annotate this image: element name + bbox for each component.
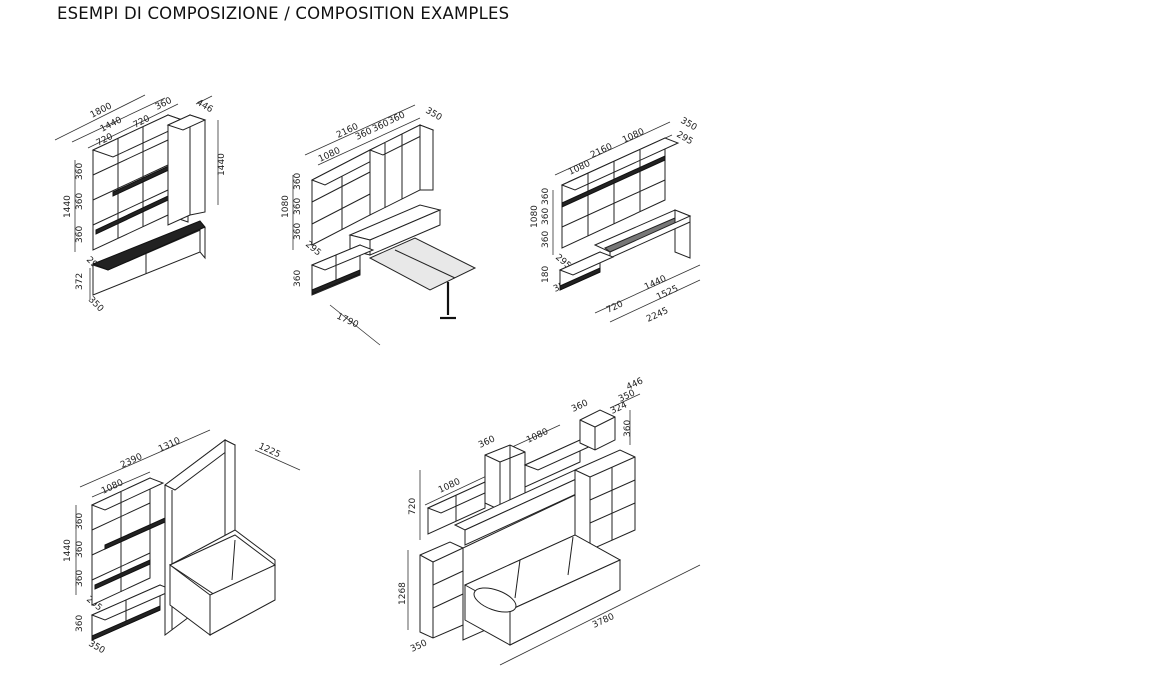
dim-label: 360 bbox=[75, 163, 85, 180]
dim-label: 1080 bbox=[281, 195, 291, 218]
composition-b: 2160 1080 360 360 360 350 360 360 360 10… bbox=[281, 104, 477, 346]
dim-label: 360 bbox=[570, 398, 590, 414]
dim-label: 2390 bbox=[119, 452, 144, 471]
dim-label: 360 bbox=[541, 188, 551, 205]
dim-label: 360 bbox=[293, 223, 303, 240]
dim-label: 1440 bbox=[63, 539, 73, 562]
dim-label: 3780 bbox=[591, 612, 616, 631]
dim-label: 1080 bbox=[437, 477, 462, 496]
dim-label: 350 bbox=[424, 106, 444, 123]
dim-label: 1310 bbox=[157, 436, 182, 455]
dim-label: 350 bbox=[87, 639, 107, 656]
dim-label: 360 bbox=[623, 420, 633, 437]
dim-label: 360 bbox=[75, 513, 85, 530]
dim-label: 360 bbox=[75, 615, 85, 632]
dim-label: 1440 bbox=[217, 153, 227, 176]
dim-label: 720 bbox=[408, 498, 418, 515]
dim-label: 1080 bbox=[317, 146, 342, 165]
dim-label: 1080 bbox=[530, 205, 540, 228]
dim-label: 360 bbox=[75, 226, 85, 243]
dim-label: 360 bbox=[541, 208, 551, 225]
dim-label: 360 bbox=[75, 193, 85, 210]
page-title: ESEMPI DI COMPOSIZIONE / COMPOSITION EXA… bbox=[57, 4, 510, 23]
dim-label: 720 bbox=[605, 299, 625, 315]
dim-label: 446 bbox=[195, 98, 215, 115]
dim-label: 360 bbox=[541, 231, 551, 248]
dim-label: 350 bbox=[409, 638, 429, 654]
dim-label: 1440 bbox=[99, 115, 124, 134]
composition-a: 1800 1440 360 720 720 446 1440 360 360 3… bbox=[54, 94, 227, 314]
dim-label: 360 bbox=[293, 173, 303, 190]
dim-label: 1800 bbox=[89, 101, 114, 120]
dim-label: 1080 bbox=[525, 427, 550, 446]
dim-label: 360 bbox=[387, 110, 407, 126]
dim-label: 1790 bbox=[335, 312, 360, 331]
dim-label: 324 bbox=[609, 400, 629, 416]
dim-label: 360 bbox=[75, 541, 85, 558]
dim-label: 2160 bbox=[589, 142, 614, 161]
composition-d: 2390 1310 1225 1080 360 360 360 1440 295… bbox=[63, 429, 301, 656]
dim-label: 360 bbox=[75, 570, 85, 587]
dim-label: 180 bbox=[541, 266, 551, 283]
dim-label: 372 bbox=[75, 273, 85, 290]
dim-label: 360 bbox=[293, 270, 303, 287]
composition-c: 2160 1080 1080 350 295 360 360 360 1080 … bbox=[530, 116, 701, 325]
dim-label: 1080 bbox=[621, 127, 646, 146]
dim-label: 2245 bbox=[645, 306, 670, 325]
dim-label: 1225 bbox=[257, 442, 282, 461]
dim-label: 350 bbox=[86, 295, 105, 314]
dim-label: 295 bbox=[675, 130, 695, 147]
dim-label: 1440 bbox=[63, 195, 73, 218]
composition-e: 446 350 324 360 1080 360 360 1080 720 12… bbox=[398, 376, 701, 666]
dim-label: 360 bbox=[293, 198, 303, 215]
dim-label: 360 bbox=[477, 434, 497, 450]
dim-label: 360 bbox=[154, 96, 174, 113]
dim-label: 1268 bbox=[398, 582, 408, 605]
